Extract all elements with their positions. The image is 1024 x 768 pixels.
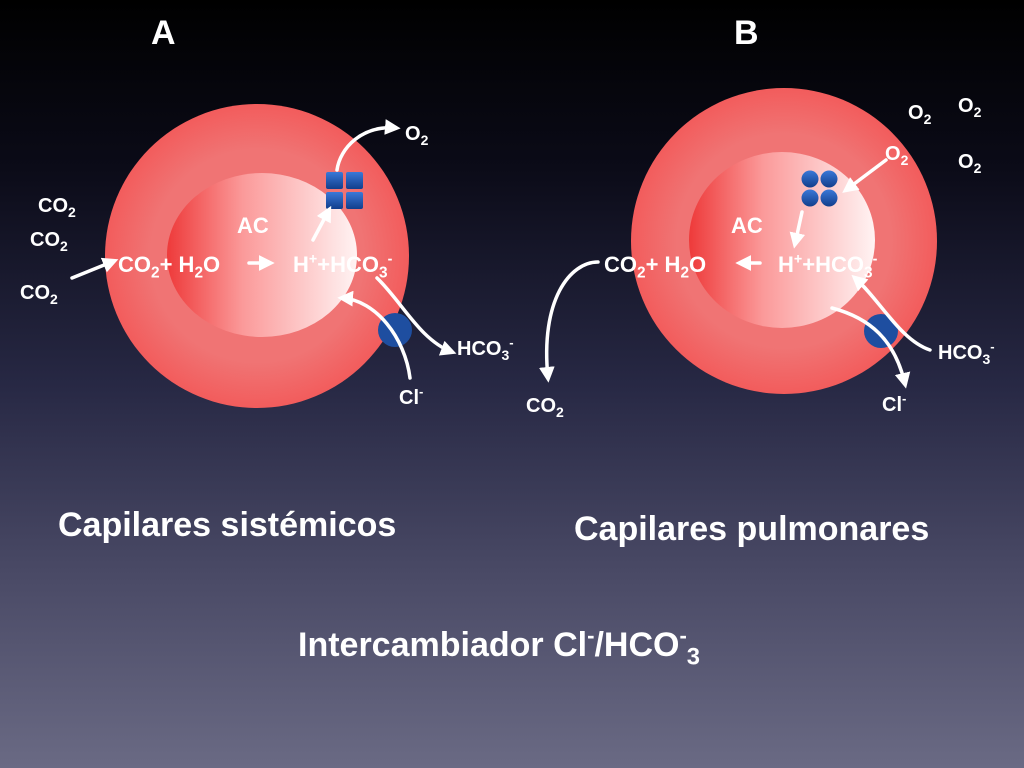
reaction-b-left: CO2+ H2O [604,252,707,282]
cell-b-cytoplasm [689,152,875,328]
arrow-a-cl-in [337,290,412,380]
hco3-in-b: HCO3- [938,339,995,367]
page-title: Intercambiador Cl-/HCO-3 [298,622,701,671]
o2-outside-b-2: O2 [958,95,982,120]
arrow-a-hco3-out [375,276,457,356]
panel-label-a: A [151,14,176,52]
hemoglobin-b-icon [801,170,838,207]
o2-outside-b-1: O2 [908,102,932,127]
cell-a [105,104,412,408]
arrow-b-hco3-in [851,274,932,352]
enzyme-label-b: AC [731,213,763,238]
co2-outside-a-3: CO2 [20,282,58,307]
exchanger-b-icon [864,314,898,348]
arrow-b-hb [789,210,806,249]
arrow-a-hb [311,205,332,242]
arrow-a-o2-out [335,119,401,172]
arrow-b-o2-in [842,158,888,193]
reaction-b-right: H++HCO3- [778,251,878,282]
o2-in-b: O2 [885,143,909,168]
arrow-b-co2-out [539,260,600,383]
o2-out-a: O2 [405,123,429,148]
cl-in-a: Cl- [399,384,424,409]
hco3-out-a: HCO3- [457,335,514,363]
o2-outside-b-3: O2 [958,151,982,176]
arrow-a-co2-in [70,257,119,280]
reaction-a-right: H++HCO3- [293,251,393,282]
caption-a: Capilares sistémicos [58,506,397,544]
hemoglobin-a-icon [326,172,363,209]
co2-outside-a-1: CO2 [38,195,76,220]
enzyme-label-a: AC [237,213,269,238]
caption-b: Capilares pulmonares [574,510,930,548]
cell-a-cytoplasm [167,173,357,337]
arrows-a [70,119,457,380]
panel-label-b: B [734,14,759,52]
arrows-b [539,158,932,389]
co2-out-b: CO2 [526,395,564,420]
reaction-a-left: CO2+ H2O [118,252,221,282]
cl-out-b: Cl- [882,391,907,416]
co2-outside-a-2: CO2 [30,229,68,254]
arrow-b-cl-out [830,306,911,389]
